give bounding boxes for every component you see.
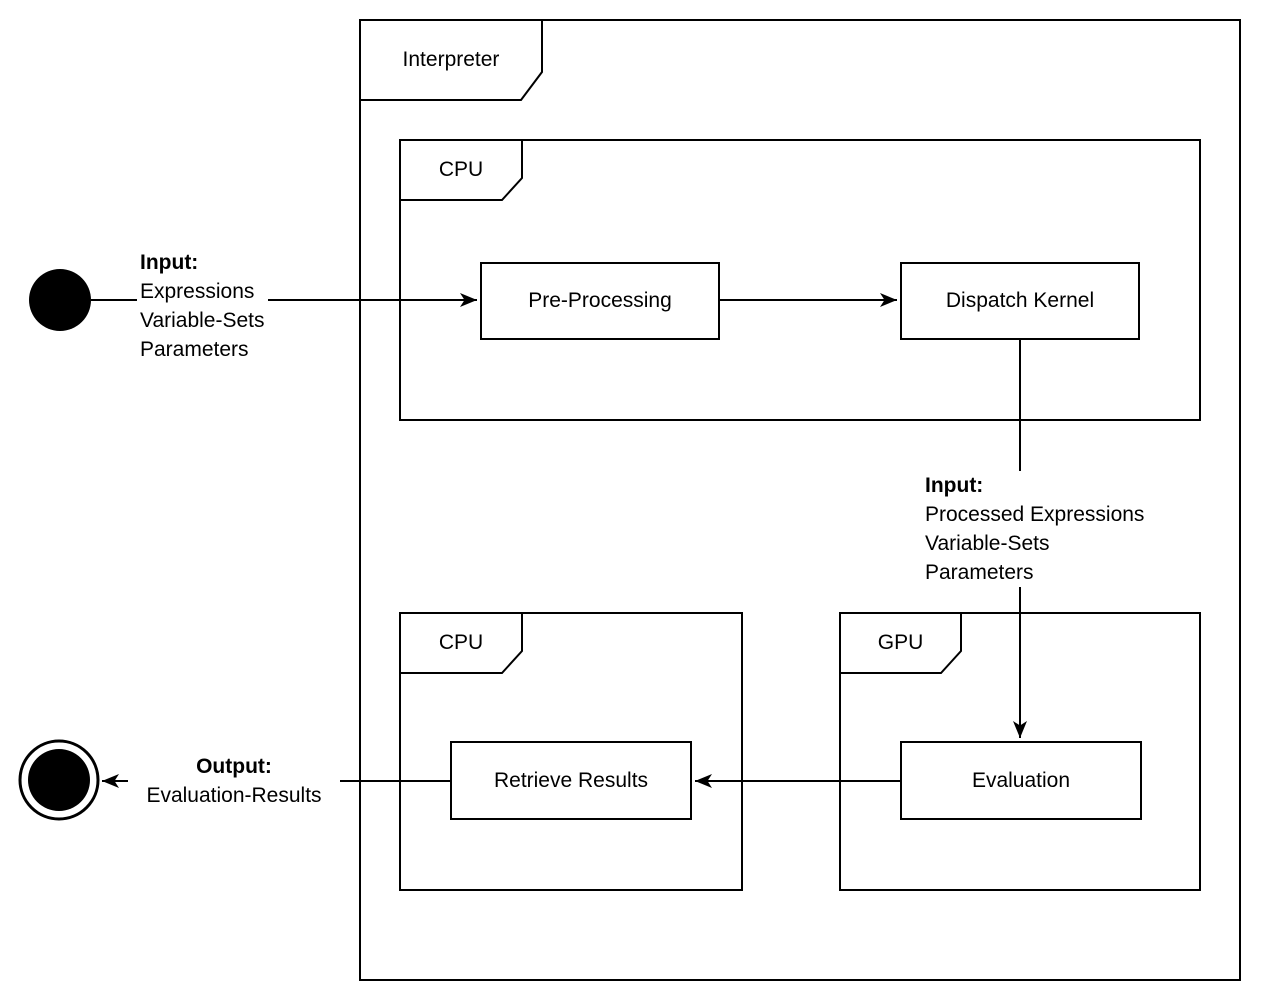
input-gpu-label-line: Processed Expressions: [925, 503, 1145, 526]
action-retrieve-results-label: Retrieve Results: [493, 768, 649, 792]
action-pre-processing: Pre-Processing: [480, 262, 720, 340]
action-dispatch-kernel: Dispatch Kernel: [900, 262, 1140, 340]
cpu-bottom-frame-label: CPU: [438, 631, 484, 654]
action-pre-processing-label: Pre-Processing: [528, 289, 672, 312]
action-evaluation-label: Evaluation: [971, 768, 1071, 792]
input-gpu-label-title: Input:: [925, 474, 984, 497]
output-label-title: Output:: [196, 755, 272, 778]
end-node-inner: [28, 749, 90, 811]
output-label-line: Evaluation-Results: [146, 784, 322, 807]
input-start-label-line: Variable-Sets: [140, 309, 265, 332]
cpu-top-frame-border: [399, 139, 1201, 421]
output-label: Output: Evaluation-Results: [128, 752, 340, 810]
cpu-top-frame-label: CPU: [438, 158, 484, 181]
input-gpu-label-line: Parameters: [925, 561, 1034, 584]
gpu-tab-shape: [839, 612, 962, 674]
gpu-frame-label: GPU: [877, 631, 924, 654]
input-start-label: Input: Expressions Variable-Sets Paramet…: [137, 248, 268, 364]
cpu-top-tab-shape: [399, 139, 523, 201]
input-start-label-line: Expressions: [140, 280, 255, 303]
action-retrieve-results: Retrieve Results: [450, 741, 692, 820]
cpu-bottom-frame-border: [399, 612, 743, 891]
interpreter-tab-shape: [359, 19, 543, 101]
action-dispatch-kernel-label: Dispatch Kernel: [945, 289, 1095, 312]
input-start-label-title: Input:: [140, 251, 199, 274]
interpreter-frame-border: [359, 19, 1241, 981]
action-evaluation: Evaluation: [900, 741, 1142, 820]
interpreter-frame-label: Interpreter: [402, 48, 500, 71]
input-start-label-line: Parameters: [140, 338, 249, 361]
start-node: [29, 269, 91, 331]
input-gpu-label: Input: Processed Expressions Variable-Se…: [922, 471, 1148, 587]
input-gpu-label-line: Variable-Sets: [925, 532, 1050, 555]
cpu-bottom-tab-shape: [399, 612, 523, 674]
